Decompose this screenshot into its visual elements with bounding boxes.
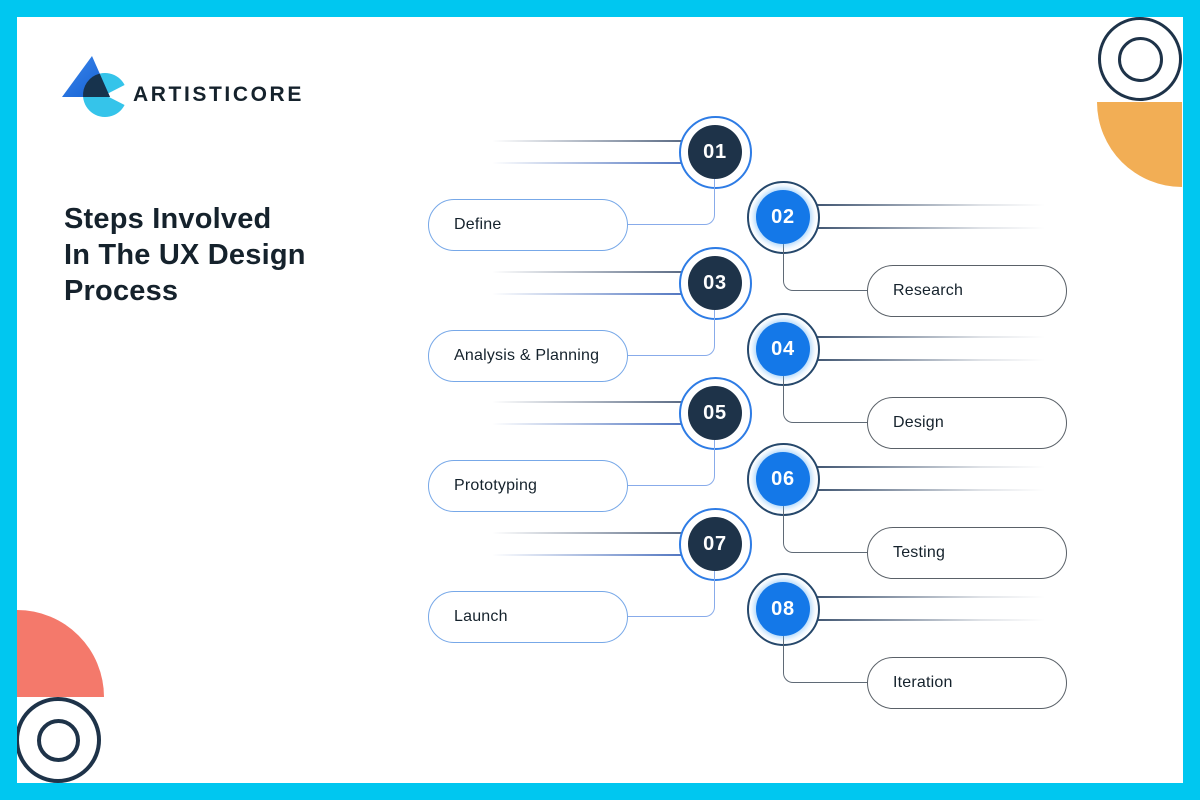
step-label: Launch [454, 608, 508, 625]
step-label: Analysis & Planning [454, 347, 600, 364]
step-04-circle: 04 [756, 322, 810, 376]
step-04-trail [813, 336, 1045, 338]
step-pill-testing: Testing [867, 527, 1067, 579]
step-01-circle: 01 [688, 125, 742, 179]
step-label: Define [454, 216, 502, 233]
step-03-circle: 03 [688, 256, 742, 310]
step-number: 02 [771, 205, 795, 228]
step-number: 05 [703, 401, 727, 424]
step-number: 03 [703, 271, 727, 294]
step-01-trail [492, 162, 684, 164]
step-04-trail [813, 359, 1045, 361]
step-07-trail [492, 554, 684, 556]
double-circle-ornament-top-right [1098, 17, 1182, 101]
step-05-trail [492, 423, 684, 425]
step-pill-iteration: Iteration [867, 657, 1067, 709]
step-06-circle: 06 [756, 452, 810, 506]
step-label: Testing [893, 544, 946, 561]
brand-name: ARTISTICORE [133, 83, 304, 106]
step-07-trail [492, 532, 684, 534]
step-08-circle: 08 [756, 582, 810, 636]
orange-quarter-circle-ornament [1097, 102, 1182, 187]
step-number: 01 [703, 140, 727, 163]
step-01-trail [492, 140, 684, 142]
brand-logo-icon [62, 56, 125, 118]
double-circle-inner [36, 718, 80, 762]
step-07-circle: 07 [688, 517, 742, 571]
step-05-circle: 05 [688, 386, 742, 440]
step-label: Prototyping [454, 477, 538, 494]
step-05-connector [628, 440, 715, 486]
step-05-trail [492, 401, 684, 403]
double-circle-ornament-bottom-left [15, 697, 101, 783]
coral-quarter-circle-ornament [17, 610, 104, 697]
step-03-connector [628, 310, 715, 356]
step-pill-analysis-planning: Analysis & Planning [428, 330, 628, 382]
step-08-trail [813, 619, 1045, 621]
step-06-connector [783, 506, 867, 553]
step-07-connector [628, 571, 715, 617]
step-pill-research: Research [867, 265, 1067, 317]
step-08-connector [783, 636, 867, 683]
page-title: Steps Involved In The UX Design Process [64, 203, 306, 307]
step-06-trail [813, 489, 1045, 491]
step-06-trail [813, 466, 1045, 468]
step-02-circle: 02 [756, 190, 810, 244]
double-circle-inner [1117, 36, 1163, 82]
step-04-connector [783, 376, 867, 423]
step-02-trail [813, 204, 1045, 206]
step-pill-design: Design [867, 397, 1067, 449]
step-number: 06 [771, 467, 795, 490]
step-number: 04 [771, 337, 795, 360]
step-01-connector [628, 179, 715, 225]
step-pill-prototyping: Prototyping [428, 460, 628, 512]
step-08-trail [813, 596, 1045, 598]
step-03-trail [492, 293, 684, 295]
step-number: 08 [771, 597, 795, 620]
step-label: Design [893, 414, 945, 431]
step-02-connector [783, 244, 867, 291]
step-pill-define: Define [428, 199, 628, 251]
step-label: Research [893, 282, 964, 299]
step-number: 07 [703, 532, 727, 555]
step-02-trail [813, 227, 1045, 229]
step-03-trail [492, 271, 684, 273]
step-label: Iteration [893, 674, 953, 691]
step-pill-launch: Launch [428, 591, 628, 643]
